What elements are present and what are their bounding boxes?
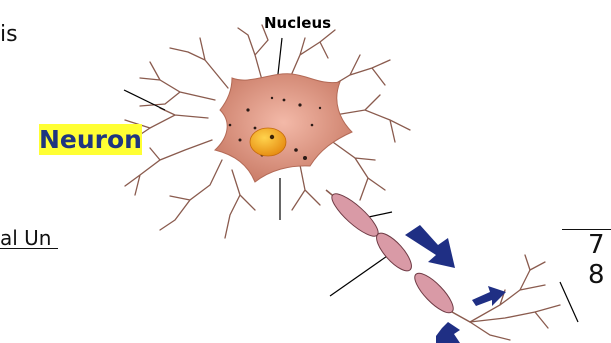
nucleus <box>250 128 286 156</box>
pointer-lines <box>124 38 578 322</box>
nucleus-label: Nucleus <box>264 14 331 32</box>
nucleolus <box>270 135 274 139</box>
diagram-title: Neuron <box>39 124 142 155</box>
arrow-icon-terminal-down <box>436 322 460 343</box>
arrow-icon-axon <box>405 225 455 268</box>
cell-body <box>215 74 352 182</box>
